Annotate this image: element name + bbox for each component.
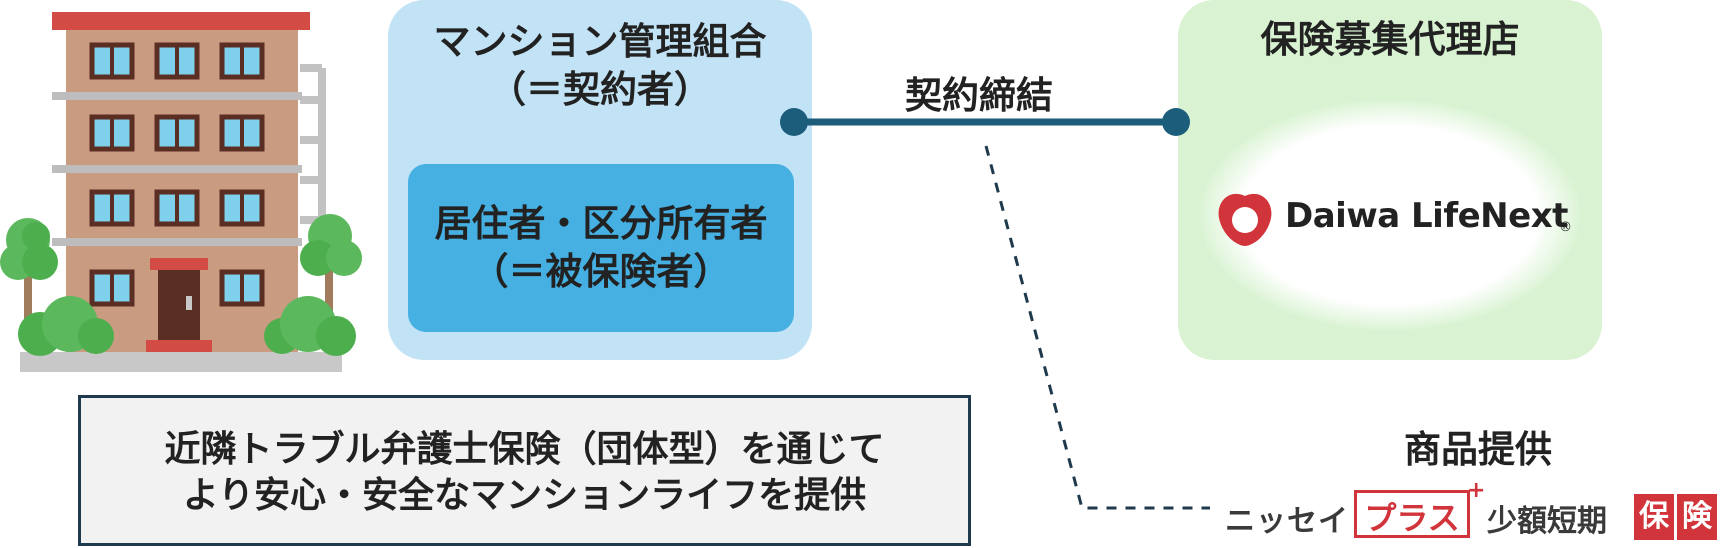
product-provision-label: 商品提供: [1404, 428, 1552, 471]
registered-mark: ®: [1559, 220, 1572, 235]
connector-end-dot: [1162, 108, 1190, 136]
resident-text: 居住者・区分所有者 （＝被保険者）: [408, 200, 794, 296]
message-line2: より安心・安全なマンションライフを提供: [182, 475, 867, 516]
insurer-plus-mark: +: [1467, 478, 1486, 503]
insurer-name-nissay: ニッセイ: [1225, 504, 1349, 539]
product-provision-dashed-line: [984, 145, 1210, 510]
insurer-hoken-char1: 保: [1634, 494, 1674, 540]
resident-line1: 居住者・区分所有者: [434, 202, 768, 245]
contract-connector-line: [780, 108, 1190, 136]
insurer-hoken-char2: 険: [1677, 494, 1717, 540]
daiwa-lifenext-logo-icon: [1218, 193, 1272, 246]
connector-start-dot: [780, 108, 808, 136]
message-box: [78, 395, 971, 546]
daiwa-lifenext-logo-text: Daiwa LifeNext: [1285, 196, 1568, 236]
message-line1: 近隣トラブル弁護士保険（団体型）を通じて: [164, 429, 885, 470]
tree-left: [0, 218, 58, 328]
union-title-line2: （＝契約者）: [489, 68, 711, 111]
union-title-line1: マンション管理組合: [433, 20, 767, 63]
management-union-title: マンション管理組合 （＝契約者）: [388, 18, 812, 114]
insurer-shogaku-tanki: 少額短期: [1487, 504, 1607, 539]
insurer-plus-box: [1354, 490, 1470, 538]
agency-title: 保険募集代理店: [1260, 18, 1520, 61]
insurer-plus-text: プラス: [1364, 499, 1460, 537]
apartment-building-illustration: [0, 12, 362, 372]
tree-right: [300, 214, 362, 328]
message-text: 近隣トラブル弁護士保険（団体型）を通じて より安心・安全なマンションライフを提供: [78, 427, 971, 519]
bush-left: [18, 296, 114, 356]
resident-line2: （＝被保険者）: [471, 250, 731, 293]
contract-label: 契約締結: [905, 74, 1053, 117]
resident-box: [408, 164, 794, 332]
bush-right: [264, 296, 356, 356]
